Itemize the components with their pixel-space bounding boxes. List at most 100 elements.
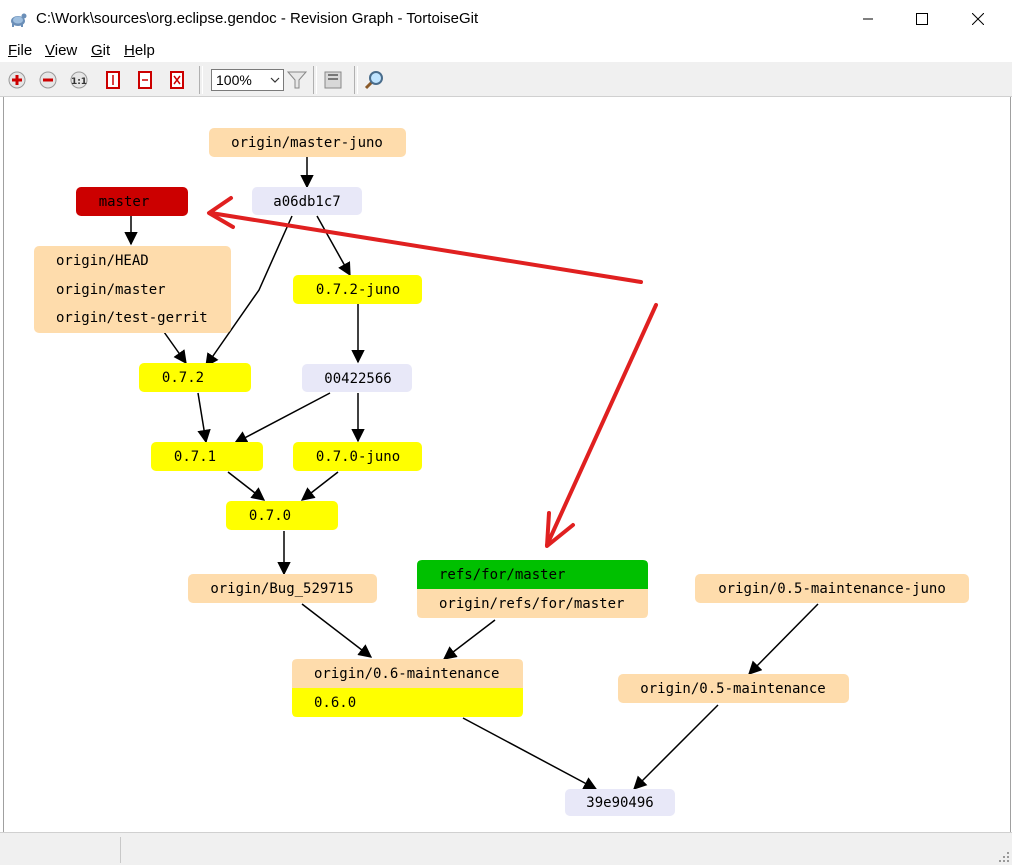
node-tag-071[interactable]: 0.7.1 xyxy=(151,442,263,471)
annotation-arrowhead xyxy=(207,196,235,229)
annotation-arrow-to-refs xyxy=(545,303,658,547)
node-commit-00422566[interactable]: 00422566 xyxy=(302,364,412,392)
graph-edge xyxy=(442,619,496,660)
minimize-button[interactable] xyxy=(845,0,891,38)
node-label: 00422566 xyxy=(324,371,391,387)
revision-graph-canvas[interactable]: origin/master-juno a06db1c7 master origi… xyxy=(3,97,1011,832)
title-bar: C:\Work\sources\org.eclipse.gendoc - Rev… xyxy=(0,0,1012,38)
toolbar-separator xyxy=(313,66,317,94)
node-label: origin/0.6-maintenance xyxy=(314,666,499,682)
graph-edge xyxy=(163,331,187,365)
node-origin-refs-group[interactable]: origin/HEAD origin/master origin/test-ge… xyxy=(34,246,231,333)
node-label: 0.7.2-juno xyxy=(316,282,400,298)
chevron-down-icon xyxy=(270,77,280,83)
toolbar-separator xyxy=(199,66,203,94)
resize-grip-icon[interactable] xyxy=(998,851,1010,863)
minimize-icon xyxy=(863,18,873,20)
menu-file[interactable]: File xyxy=(8,42,32,59)
zoom-100-icon: 1:1 xyxy=(70,71,88,89)
node-commit-39e90496[interactable]: 39e90496 xyxy=(565,789,675,816)
node-label: origin/0.5-maintenance-juno xyxy=(718,581,946,597)
graph-edge xyxy=(462,717,598,790)
toolbar: 1:1 xyxy=(0,62,1012,97)
node-label: 0.7.0 xyxy=(249,508,291,524)
node-label: master xyxy=(99,194,150,210)
node-origin-master-juno[interactable]: origin/master-juno xyxy=(209,128,406,157)
node-label: origin/Bug_529715 xyxy=(210,581,353,597)
menu-file-label: ile xyxy=(17,42,33,59)
revision-graph: origin/master-juno a06db1c7 master origi… xyxy=(34,128,969,816)
node-label: 0.7.1 xyxy=(174,449,216,465)
node-label: origin/refs/for/master xyxy=(439,596,624,612)
status-bar xyxy=(0,832,1012,865)
overview-icon xyxy=(324,71,342,89)
annotation-arrow-to-master xyxy=(209,211,643,284)
annotation-arrowhead xyxy=(545,511,575,548)
menu-git-label: it xyxy=(102,42,111,59)
zoom-100-button[interactable]: 1:1 xyxy=(66,67,92,93)
node-origin-05-maintenance[interactable]: origin/0.5-maintenance xyxy=(618,674,849,703)
node-master[interactable]: master xyxy=(76,187,188,216)
menu-git[interactable]: Git xyxy=(91,42,110,59)
zoom-in-button[interactable] xyxy=(4,67,30,93)
graph-edge xyxy=(197,392,211,444)
zoom-100-label: 1:1 xyxy=(71,77,87,87)
fit-window-icon xyxy=(170,71,184,89)
node-label: 39e90496 xyxy=(586,795,653,811)
node-origin-06-maintenance-group[interactable]: origin/0.6-maintenance 0.6.0 xyxy=(292,659,523,717)
fit-width-button[interactable] xyxy=(132,67,158,93)
menu-help-label: elp xyxy=(134,42,155,59)
graph-edge xyxy=(316,215,351,277)
fit-window-button[interactable] xyxy=(164,67,190,93)
search-button[interactable] xyxy=(361,67,387,93)
menu-view[interactable]: View xyxy=(45,42,77,59)
magnifier-icon xyxy=(364,71,383,90)
node-tag-072[interactable]: 0.7.2 xyxy=(139,363,251,392)
annotation-arrows xyxy=(207,196,658,548)
zoom-out-button[interactable] xyxy=(35,67,61,93)
menu-help[interactable]: Help xyxy=(124,42,155,59)
toolbar-separator xyxy=(354,66,358,94)
node-label: refs/for/master xyxy=(439,567,565,583)
overview-button[interactable] xyxy=(320,67,346,93)
zoom-select[interactable]: 100% xyxy=(211,69,284,91)
menu-bar: File View Git Help xyxy=(0,38,1012,62)
zoom-in-icon xyxy=(8,71,26,89)
maximize-icon xyxy=(916,13,928,25)
node-label: origin/HEAD xyxy=(56,253,149,269)
graph-edge xyxy=(301,603,373,658)
fit-height-icon xyxy=(106,71,120,89)
node-commit-a06db1c7[interactable]: a06db1c7 xyxy=(252,187,362,215)
menu-view-accel: V xyxy=(45,42,55,59)
zoom-out-icon xyxy=(39,71,57,89)
window-title: C:\Work\sources\org.eclipse.gendoc - Rev… xyxy=(36,10,479,27)
graph-edge xyxy=(205,215,293,368)
node-refs-for-master-group[interactable]: refs/for/master origin/refs/for/master xyxy=(417,560,648,618)
node-label: origin/test-gerrit xyxy=(56,310,208,326)
node-label: 0.7.2 xyxy=(162,370,204,386)
node-tag-070[interactable]: 0.7.0 xyxy=(226,501,338,530)
fit-height-button[interactable] xyxy=(100,67,126,93)
close-button[interactable] xyxy=(955,0,1001,38)
tortoisegit-app-icon xyxy=(11,13,27,27)
node-origin-bug-529715[interactable]: origin/Bug_529715 xyxy=(188,574,377,603)
menu-view-label: iew xyxy=(54,42,78,59)
filter-button[interactable] xyxy=(284,67,310,93)
node-label: origin/master-juno xyxy=(231,135,383,151)
node-tag-070-juno[interactable]: 0.7.0-juno xyxy=(293,442,422,471)
graph-edge xyxy=(300,471,339,501)
node-label: 0.7.0-juno xyxy=(316,449,400,465)
node-tag-072-juno[interactable]: 0.7.2-juno xyxy=(293,275,422,304)
node-origin-05-maintenance-juno[interactable]: origin/0.5-maintenance-juno xyxy=(695,574,969,603)
menu-file-accel: F xyxy=(8,42,18,59)
graph-edge xyxy=(227,471,266,501)
graph-edge xyxy=(748,603,819,675)
close-icon xyxy=(972,13,984,25)
graph-edge xyxy=(633,704,719,790)
node-label: 0.6.0 xyxy=(314,695,356,711)
maximize-button[interactable] xyxy=(899,0,945,38)
graph-edge xyxy=(233,392,331,444)
node-label: origin/master xyxy=(56,282,166,298)
filter-icon xyxy=(286,71,308,89)
zoom-value: 100% xyxy=(216,72,252,88)
